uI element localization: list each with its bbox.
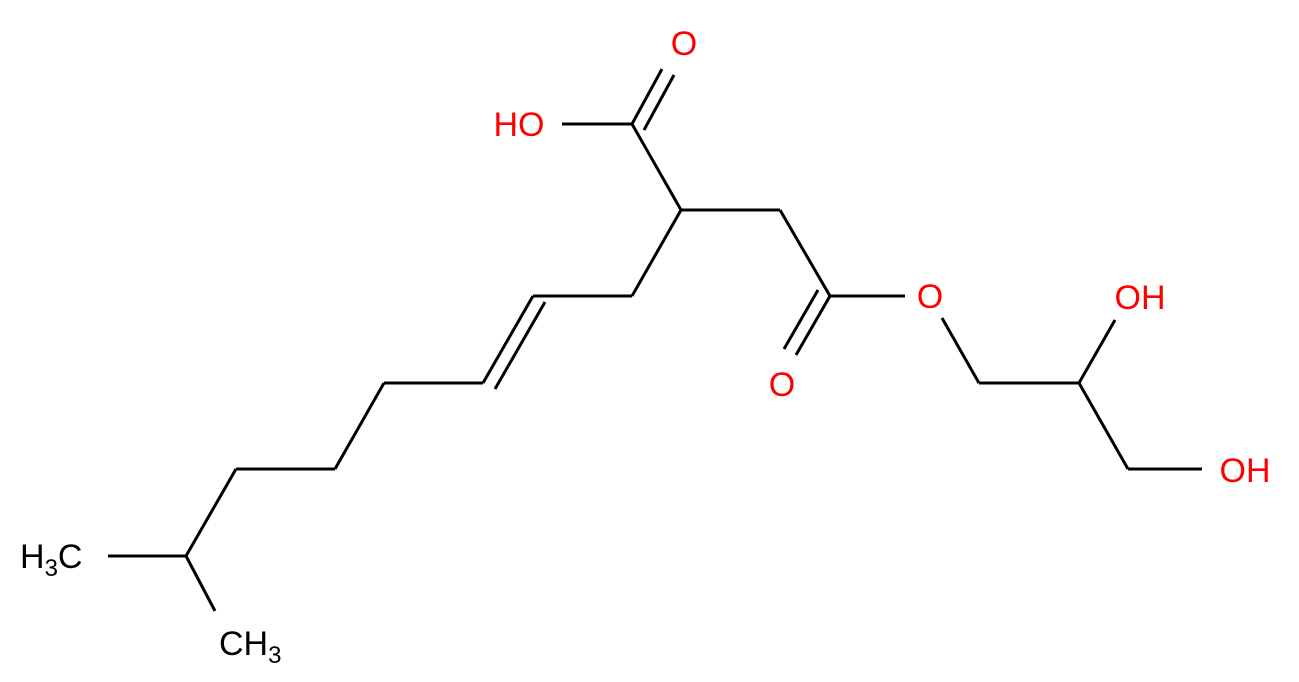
bond-cooh-c-to-o-double-1 — [630, 68, 664, 125]
secondary-hydroxyl-label: OH — [1115, 279, 1166, 317]
ester-ether-oxygen: O — [917, 278, 943, 316]
ester-carbonyl-oxygen: O — [769, 366, 795, 404]
methyl-left-subscript: 3 — [45, 555, 58, 582]
methyl-bottom-label: CH3 — [219, 625, 281, 669]
bond-chain-3 — [184, 468, 238, 557]
bond-alpha-c-to-ch2-side — [630, 209, 683, 297]
bond-ester-c-to-o-double-1 — [794, 295, 832, 356]
bond-ch-to-oh — [1077, 319, 1117, 384]
carboxylic-acid-hydroxyl-label: HO — [494, 106, 545, 144]
bond-cooh-c-to-o-double-2 — [642, 74, 676, 131]
bond-cooh-c-to-alpha-c — [630, 123, 683, 211]
methyl-left-c: C — [58, 538, 83, 576]
methyl-left-label: H3C — [20, 538, 82, 582]
atom-labels: O HO O O OH OH H3C CH3 — [20, 25, 1271, 669]
bond-skeleton — [108, 68, 1202, 612]
bond-alkene-double-1 — [481, 295, 535, 384]
bond-o-ether-to-ch2 — [940, 317, 981, 384]
bond-ch2-to-ester-c — [778, 209, 832, 297]
bond-chain-1 — [333, 382, 386, 470]
bond-ch-to-ch2 — [1077, 382, 1130, 470]
methyl-bottom-ch: CH — [219, 625, 268, 663]
methyl-bottom-subscript: 3 — [268, 642, 281, 669]
bond-ester-c-to-o-double-2 — [782, 289, 820, 350]
bond-ch-to-methyl-bottom — [184, 555, 217, 612]
primary-hydroxyl-label: OH — [1220, 452, 1271, 490]
carboxylic-acid-carbonyl-oxygen: O — [671, 25, 697, 63]
methyl-left-h: H — [20, 538, 45, 576]
bond-alkene-double-2 — [493, 301, 547, 390]
